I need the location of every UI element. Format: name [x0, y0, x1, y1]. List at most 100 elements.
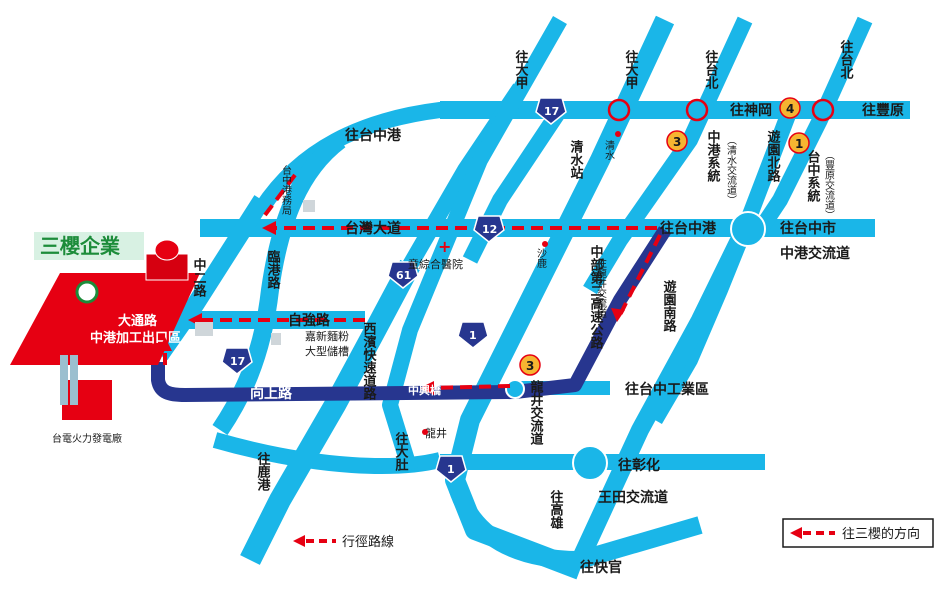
company-name: 三櫻企業 [40, 234, 121, 258]
label-longjing: 龍井 [425, 426, 447, 440]
junction-circle-b [685, 98, 709, 122]
label-to-kuaiguan: 往快官 [580, 559, 622, 576]
label-zhongxing-bridge: 中興橋 [408, 383, 442, 397]
vertical-labels: 中二路 臨港路 西濱快速道路 往大甲 往大甲 往台北 往台北 清水站 中港系統 … [191, 39, 854, 530]
longjing-dot-icon [422, 429, 428, 435]
label-to-taichung-port-mid: 往台中港 [660, 220, 717, 237]
road-taipei-1 [583, 16, 753, 295]
junction-circle-c [811, 98, 835, 122]
highway-1-lower-label: 1 [447, 463, 455, 476]
route-path [163, 173, 662, 390]
highway-1-lower-shield: 1 [435, 455, 467, 483]
label-shalu: 沙鹿 [535, 248, 547, 269]
label-to-shengang: 往神岡 [730, 102, 772, 119]
company-dome [154, 239, 180, 261]
label-to-north-2: 往台北 [838, 39, 854, 80]
wangtian-ic-circle [572, 445, 608, 481]
company-name-box [34, 232, 144, 260]
export-zone-area [10, 273, 200, 365]
chimney-icon [60, 355, 68, 405]
freeway-roads [151, 226, 671, 402]
road-taichung-port-arc [255, 102, 560, 213]
highway-12-label: 12 [482, 223, 497, 236]
road-lower-curve [212, 432, 442, 474]
legend-route-label: 行徑路線 [342, 534, 394, 550]
marker-4: 4 [779, 97, 801, 119]
label-west-coast-expwy: 西濱快速道路 [361, 322, 377, 400]
company-logo-icon [75, 280, 99, 304]
label-to-taichung-port-top: 往台中港 [345, 127, 402, 144]
power-plant-label: 台電火力發電廠 [52, 432, 122, 445]
road-dajia-2 [462, 105, 567, 264]
label-dongyuan-south: 遊園南路 [661, 279, 677, 332]
legend-route-arrow-icon [293, 535, 305, 547]
road-zhonger [152, 195, 270, 361]
flour-tank-icon [271, 333, 281, 345]
label-to-dajia-2: 往大甲 [623, 49, 639, 90]
road-lugang [249, 496, 289, 552]
marker-3-top: 3 [666, 130, 688, 152]
highway-17-top-shield: 17 [535, 97, 567, 125]
highway-1-label: 1 [469, 329, 477, 342]
label-to-dajia-1: 往大甲 [513, 49, 529, 90]
longjing-ic-circle [505, 379, 525, 399]
label-dongyuan-north: 遊園北路 [765, 129, 781, 182]
label-xiangshang: 向上路 [250, 385, 293, 402]
route-port [263, 173, 297, 217]
route-arrow-icon [158, 337, 172, 351]
label-zhonggang-system-note: （清水交流道） [725, 135, 737, 205]
legend-direction-label: 往三櫻的方向 [842, 526, 920, 542]
label-to-north-1: 往台北 [703, 49, 719, 90]
label-to-lugang: 往鹿港 [255, 451, 271, 492]
label-longjing-ic: 龍井交流道 [528, 379, 544, 446]
label-to-dadu: 往大肚 [393, 431, 409, 472]
port-bureau-building-icon [303, 200, 315, 212]
highway-61-shield: 61 [387, 261, 419, 289]
road-second-freeway [514, 226, 671, 399]
marker-4-label: 4 [786, 102, 794, 116]
label-taizhong-system-note: （豐原交流道） [823, 150, 835, 220]
label-to-changhua: 往彰化 [618, 457, 660, 474]
legend-direction-arrow-icon [790, 527, 802, 539]
chimney-icon [70, 355, 78, 405]
export-zone-label: 中港加工出口區 [90, 330, 181, 346]
route-zhongxing [429, 384, 511, 390]
road-bottom-curve [446, 477, 703, 569]
label-flour-2: 大型儲槽 [305, 344, 349, 358]
junction-circle-a [607, 98, 631, 122]
power-plant-building [62, 380, 112, 420]
route-arrow-icon [420, 381, 434, 395]
label-flour-1: 嘉新麵粉 [305, 329, 349, 343]
label-taiwan-blvd: 台灣大道 [345, 220, 401, 237]
highway-61-label: 61 [396, 269, 411, 282]
label-taizhong-system: 台中系統 [805, 149, 821, 203]
label-to-kaohsiung: 往高雄 [548, 489, 565, 530]
route-arrow-icon [611, 308, 625, 322]
route-freeway [618, 234, 662, 316]
road-dajia-1 [382, 16, 567, 473]
road-taipei-2 [753, 16, 873, 235]
hospital-cross-icon: + [438, 237, 451, 256]
marker-3-longjing-label: 3 [526, 359, 534, 373]
highway-12-shield: 12 [473, 215, 505, 243]
highway-1-shield: 1 [457, 321, 489, 349]
flour-building-icon [195, 322, 213, 336]
legend-direction: 往三櫻的方向 [782, 518, 934, 548]
place-markers: + [195, 131, 621, 435]
highway-shields: 17 12 61 17 1 1 [221, 97, 567, 483]
route-arrows [158, 221, 625, 395]
label-zhonger: 中二路 [191, 257, 207, 297]
shalu-dot-icon [542, 241, 548, 247]
highway-17-mid-shield: 17 [221, 347, 253, 375]
interchanges [505, 98, 835, 481]
label-to-fengyuan: 往豐原 [862, 102, 904, 119]
label-second-freeway: 中部第二高速公路 [588, 244, 604, 349]
label-to-taichung-city: 往台中市 [780, 220, 836, 237]
marker-1-label: 1 [795, 137, 803, 151]
label-port-bureau: 台中港務局 [280, 164, 292, 216]
label-zhonggang-system: 中港系統 [705, 129, 721, 183]
road-xiangshang [151, 362, 516, 402]
zhonggang-ic-circle [730, 211, 766, 247]
export-zone: 大通路 中港加工出口區 三櫻企業 台電火力發電廠 [10, 232, 200, 445]
